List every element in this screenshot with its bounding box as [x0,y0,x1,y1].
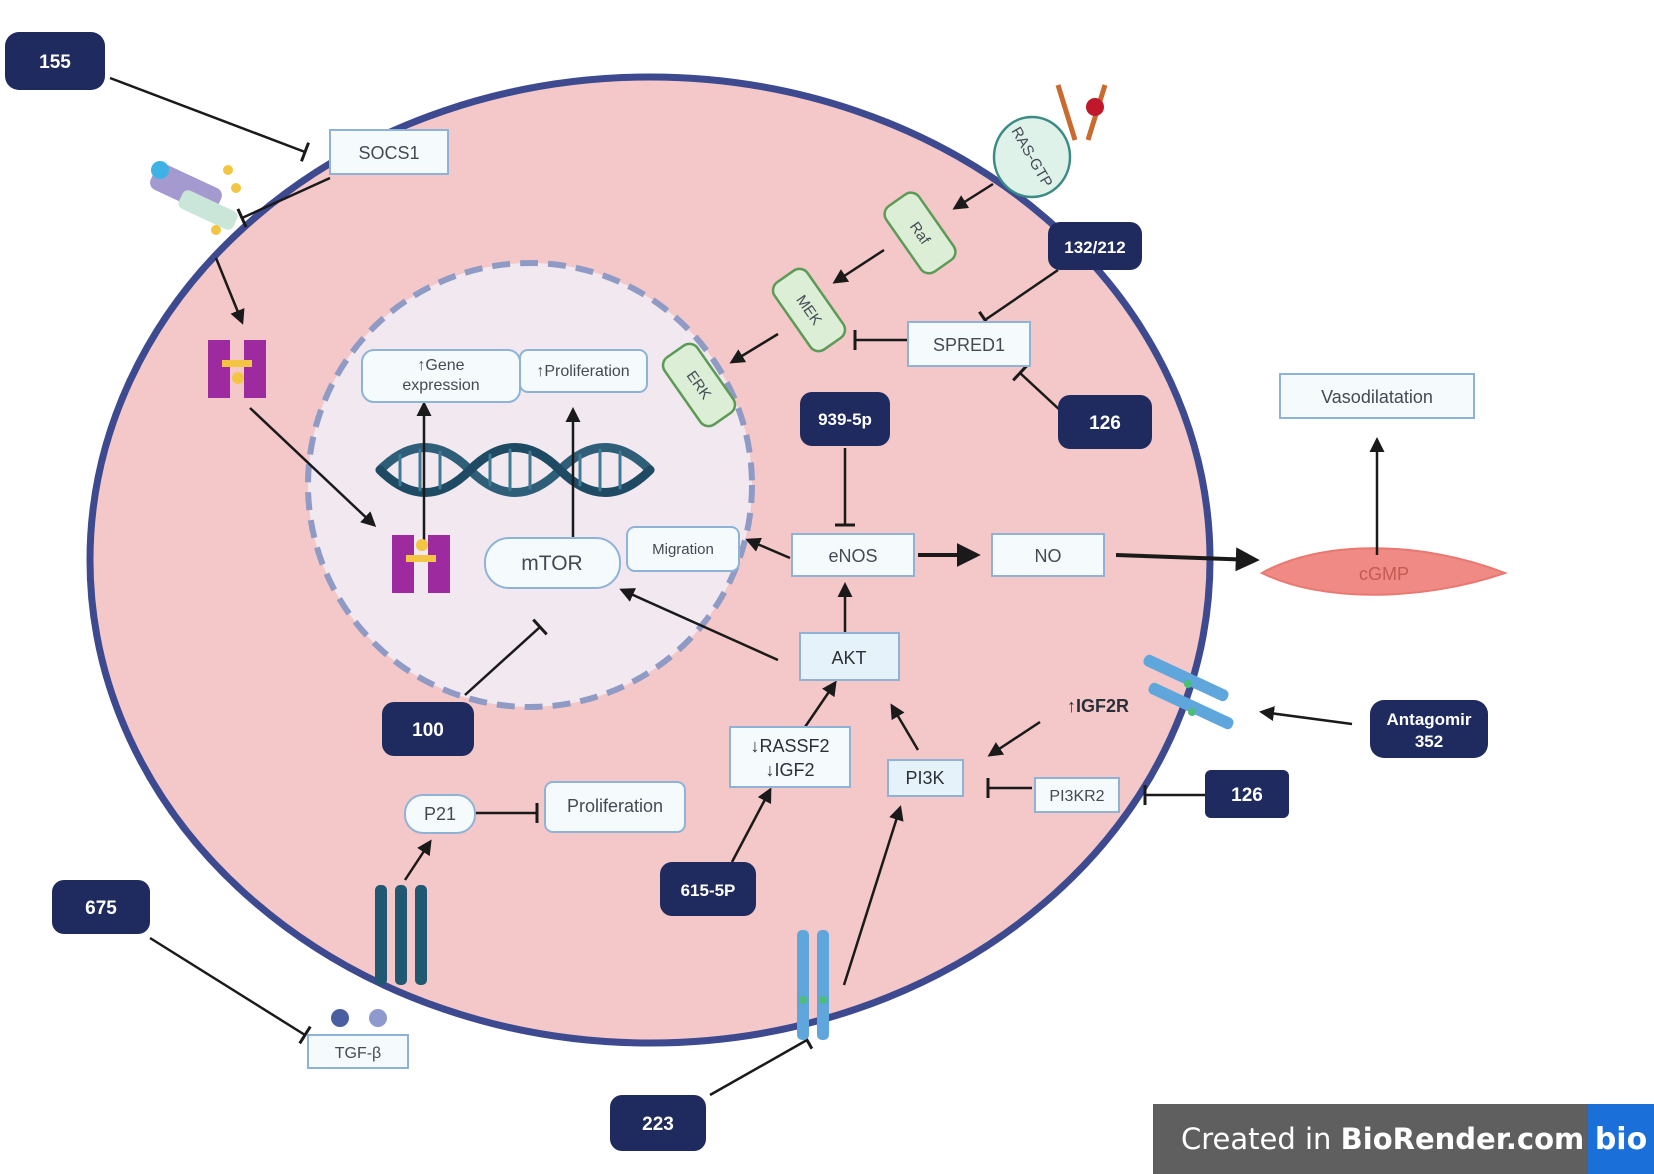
svg-text:126: 126 [1231,785,1263,806]
mirna-126-top: 126 [1058,395,1152,449]
svg-text:↑Proliferation: ↑Proliferation [536,363,629,380]
raf-node: Raf [883,191,957,275]
socs1-box: SOCS1 [329,129,449,175]
svg-text:223: 223 [642,1114,674,1135]
mirna-antagomir-352: Antagomir 352 [1370,700,1488,758]
ras-anchor-icon [1055,84,1108,141]
pathway-connectors [109,76,1385,1097]
svg-text:100: 100 [412,720,444,741]
mirna-100: 100 [382,702,474,756]
svg-text:SOCS1: SOCS1 [358,143,419,163]
svg-text:132/212: 132/212 [1064,238,1125,257]
svg-text:mTOR: mTOR [521,552,582,575]
svg-text:↓IGF2: ↓IGF2 [765,760,814,780]
svg-text:NO: NO [1035,546,1062,566]
enos-box: eNOS [791,533,915,577]
watermark-text: Created in BioRender.com [1181,1122,1585,1156]
svg-text:P21: P21 [424,804,456,824]
mirna-132-212: 132/212 [1048,222,1142,270]
biorender-logo-icon: bio [1588,1104,1654,1174]
erk-node: ERK [661,342,737,428]
mirna-939-5p: 939-5p [800,392,890,446]
proliferation-box: Proliferation [544,781,686,833]
svg-text:PI3K: PI3K [905,768,944,788]
jak-receptor-icon [150,161,241,235]
tgf-receptor-icon [331,885,427,1027]
ras-gtp-node: RAS-GTP [992,115,1072,199]
mirna-155: 155 [5,32,105,90]
mek-node: MEK [771,267,847,353]
mirna-615-5p: 615-5P [660,862,756,916]
pi3k-box: PI3K [887,759,964,797]
svg-text:939-5p: 939-5p [818,410,872,429]
biorender-watermark: Created in BioRender.com bio [1153,1104,1654,1174]
svg-text:expression: expression [402,377,479,394]
svg-text:126: 126 [1089,413,1121,434]
svg-text:675: 675 [85,898,117,919]
svg-text:Migration: Migration [652,541,714,558]
svg-text:155: 155 [39,52,71,73]
svg-text:AKT: AKT [831,648,866,668]
svg-text:↓RASSF2: ↓RASSF2 [750,736,829,756]
smooth-muscle-cell [1259,547,1508,596]
mirna-223: 223 [610,1095,706,1151]
mirna-675: 675 [52,880,150,934]
stat-dimer-icon [208,340,266,398]
vasodilatation-box: Vasodilatation [1279,373,1475,419]
mirna-126-bottom: 126 [1205,770,1289,818]
no-box: NO [991,533,1105,577]
proliferation-up-box: ↑Proliferation [519,349,648,393]
svg-text:Vasodilatation: Vasodilatation [1321,387,1433,407]
igf2r-receptor-icon [1143,654,1234,730]
mtor-box: mTOR [484,537,621,589]
igf-receptor-icon [797,930,829,1040]
svg-text:352: 352 [1415,732,1443,751]
svg-text:TGF-β: TGF-β [335,1045,382,1062]
svg-text:eNOS: eNOS [828,546,877,566]
igf2r-label: ↑IGF2R [1067,696,1129,716]
p21-box: P21 [404,794,476,834]
gene-expression-box: ↑Gene expression [361,349,521,403]
tgf-beta-box: TGF-β [307,1034,409,1069]
migration-box: Migration [626,526,740,572]
rassf2-igf2-box: ↓RASSF2 ↓IGF2 [729,726,851,788]
svg-text:SPRED1: SPRED1 [933,335,1005,355]
cgmp-label: cGMP [1359,564,1409,584]
svg-text:Antagomir: Antagomir [1387,710,1472,729]
svg-text:PI3KR2: PI3KR2 [1049,788,1104,805]
akt-box: AKT [799,632,900,681]
stat-dimer-nuclear-icon [392,535,450,593]
svg-text:615-5P: 615-5P [681,881,736,900]
spred1-box: SPRED1 [907,321,1031,367]
pi3kr2-box: PI3KR2 [1034,777,1120,813]
svg-text:Proliferation: Proliferation [567,796,663,816]
svg-text:↑Gene: ↑Gene [417,357,464,374]
